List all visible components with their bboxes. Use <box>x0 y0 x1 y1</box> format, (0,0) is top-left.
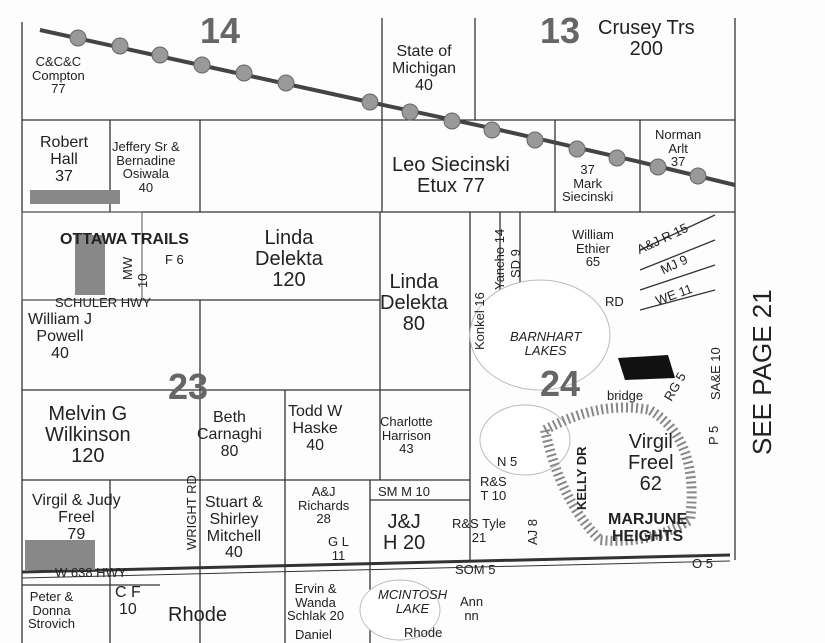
owner-mw: MW <box>120 256 135 280</box>
owner-leo-siecinski: Leo Siecinski Etux 77 <box>392 154 510 197</box>
owner-virgil-judy-freel: Virgil & Judy Freel 79 <box>32 492 121 543</box>
road-w638-hwy: W 638 HWY <box>55 565 127 580</box>
owner-cc-compton: C&C&C Compton 77 <box>32 54 85 97</box>
road-rd: RD <box>605 294 624 309</box>
owner-konkel: Konkel 16 <box>472 292 487 350</box>
owner-jj-h20: J&J H 20 <box>383 511 426 554</box>
owner-sae10: SA&E 10 <box>708 347 723 400</box>
road-kelly-dr: KELLY DR <box>574 446 589 510</box>
owner-rs-tyle: R&S Tyle 21 <box>452 516 506 545</box>
owner-stuart-shirley-mitchell: Stuart & Shirley Mitchell 40 <box>205 494 263 562</box>
owner-som5: SOM 5 <box>455 562 496 577</box>
owner-robert-hall: Robert Hall 37 <box>40 134 89 185</box>
owner-norman-arlt: Norman Arlt 37 <box>655 127 702 170</box>
see-page-21-label: SEE PAGE 21 <box>747 289 777 455</box>
owner-todd-haske: Todd W Haske 40 <box>288 403 343 454</box>
owner-mark-siecinski: 37 Mark Siecinski <box>562 162 614 205</box>
owner-o5: O 5 <box>692 556 713 571</box>
owner-aj-richards: A&J Richards 28 <box>298 484 350 527</box>
owner-crusey: Crusey Trs 200 <box>598 17 695 60</box>
section-23-label: 23 <box>168 366 209 407</box>
owner-william-ethier: William Ethier 65 <box>572 227 614 270</box>
owner-state-michigan: State of Michigan 40 <box>392 43 457 94</box>
barnhart-lakes-label: BARNHART LAKES <box>510 329 582 358</box>
owner-aj8: AJ 8 <box>525 518 540 545</box>
owner-linda-delekta-120: Linda Delekta 120 <box>255 227 323 291</box>
owner-william-j-powell: William J Powell 40 <box>28 311 92 362</box>
owner-p5: P 5 <box>706 425 721 445</box>
road-wright-rd: WRIGHT RD <box>184 475 199 550</box>
owner-ervin-wanda-schlak: Ervin & Wanda Schlak 20 <box>287 581 345 624</box>
mcintosh-lake-label: MCINTOSH LAKE <box>378 587 448 616</box>
owner-smm10: SM M 10 <box>378 484 431 499</box>
owner-n5: N 5 <box>497 454 518 469</box>
owner-sd9: SD 9 <box>508 249 523 278</box>
road-schuler-hwy: SCHULER HWY <box>55 295 152 310</box>
subdivision-ottawa-trails: OTTAWA TRAILS <box>60 231 189 248</box>
owner-gl11: G L 11 <box>328 534 349 563</box>
section-14-label: 14 <box>200 10 241 51</box>
owner-rs-t10: R&S T 10 <box>480 474 507 503</box>
owner-jeffery-osiwala: Jeffery Sr & Bernadine Osiwala 40 <box>112 139 180 195</box>
owner-yancho: Yancho 14 <box>492 228 507 290</box>
owner-virgil-freel-62: Virgil Freel 62 <box>628 431 674 495</box>
owner-ann: Ann nn <box>460 594 484 623</box>
owner-beth-carnaghi: Beth Carnaghi 80 <box>197 409 262 460</box>
owner-rhode-1: Rhode <box>168 604 227 626</box>
owner-rhode-2: Rhode <box>404 625 443 640</box>
owner-10: 10 <box>135 273 150 288</box>
owner-linda-delekta-80: Linda Delekta 80 <box>380 271 448 335</box>
subdivision-marjune-heights: MARJUNE HEIGHTS <box>608 511 688 545</box>
owner-f6: F 6 <box>165 252 184 267</box>
section-24-label: 24 <box>540 363 581 404</box>
owner-charlotte-harrison: Charlotte Harrison 43 <box>380 414 433 457</box>
owner-daniel: Daniel <box>295 627 332 642</box>
section-13-label: 13 <box>540 10 581 51</box>
owner-peter-donna: Peter & Donna Strovich <box>28 589 75 632</box>
owner-melvin-wilkinson: Melvin G Wilkinson 120 <box>45 403 131 467</box>
owner-cf10: C F 10 <box>115 584 141 618</box>
bridge-label: bridge <box>607 388 644 403</box>
